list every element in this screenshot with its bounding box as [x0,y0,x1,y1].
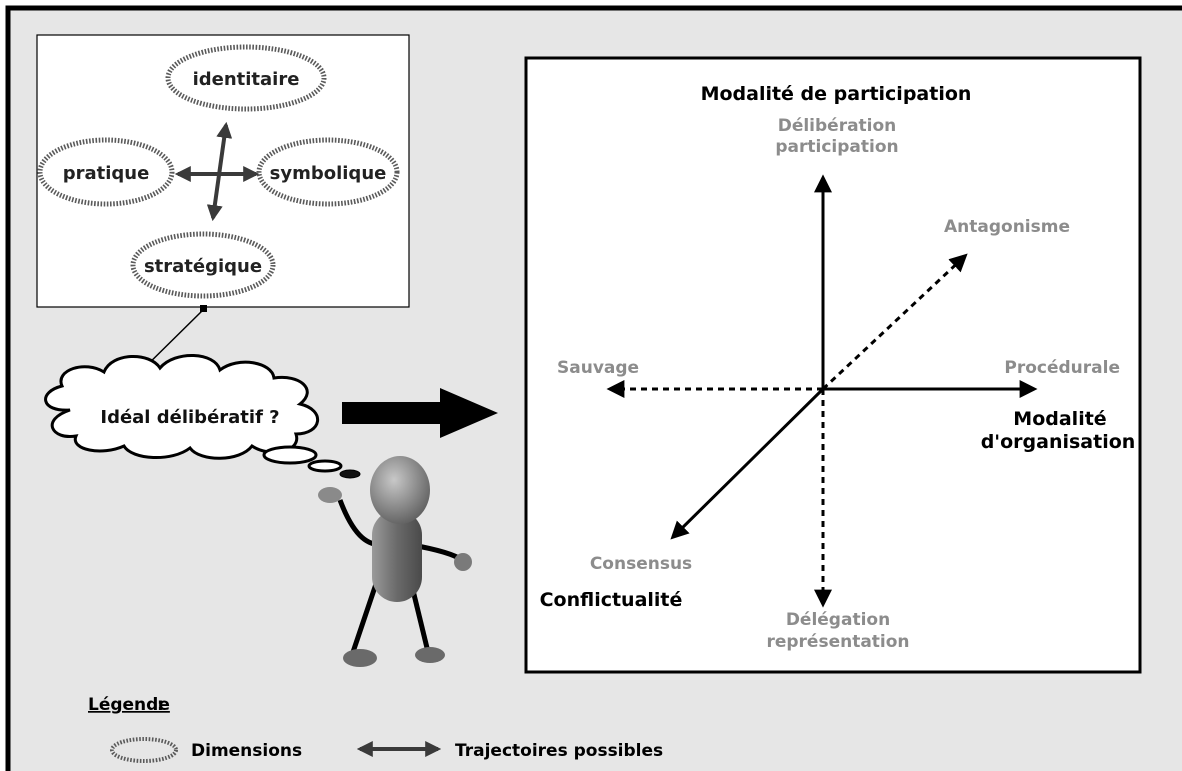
participation-top-label-1: Délibération [778,116,897,136]
legend-dimension-icon [110,737,178,763]
participation-title: Modalité de participation [701,83,972,105]
axes-panel: Modalité de participation Délibération p… [524,56,1142,674]
dimension-strategique: stratégique [144,256,262,277]
dimension-identitaire: identitaire [193,69,300,90]
legend-trajectoires: Trajectoires possibles [455,741,663,761]
thought-cloud: Idéal délibératif ? [44,354,361,479]
axis-conflict-negative [670,387,825,540]
conflict-positive-label: Antagonisme [944,217,1070,237]
participation-bottom-label-2: représentation [766,632,909,652]
organisation-title-line-1: Modalité [1013,408,1106,430]
connector-dot [200,305,207,312]
thinking-figure [318,456,472,667]
dimension-ellipse-strategique [130,231,276,299]
thought-bubble-2 [307,459,343,473]
dimensions-box: identitaire pratique symbolique stratégi… [36,34,410,308]
legend-title: Légende [88,695,170,715]
organisation-left-label: Sauvage [557,358,639,378]
thought-text: Idéal délibératif ? [100,407,279,428]
legend-dimensions: Dimensions [191,741,302,761]
legend: Légende : Dimensions Trajectoires possib… [88,695,663,763]
participation-bottom-label-1: Délégation [786,610,890,630]
participation-top-label-2: participation [775,137,898,157]
dimension-symbolique: symbolique [270,163,387,184]
thought-bubble-3 [339,469,361,479]
thought-bubble-1 [262,445,318,465]
dimension-pratique: pratique [63,163,150,184]
big-arrow [342,388,498,438]
organisation-title-line-2: d'organisation [981,431,1136,453]
legend-colon: : [157,695,164,715]
dimension-ellipse-pratique [37,137,175,207]
dimension-ellipse-identitaire [165,44,327,112]
conflict-title: Conflictualité [540,589,683,611]
conflict-negative-label: Consensus [590,554,692,574]
organisation-right-label: Procédurale [1004,358,1120,378]
